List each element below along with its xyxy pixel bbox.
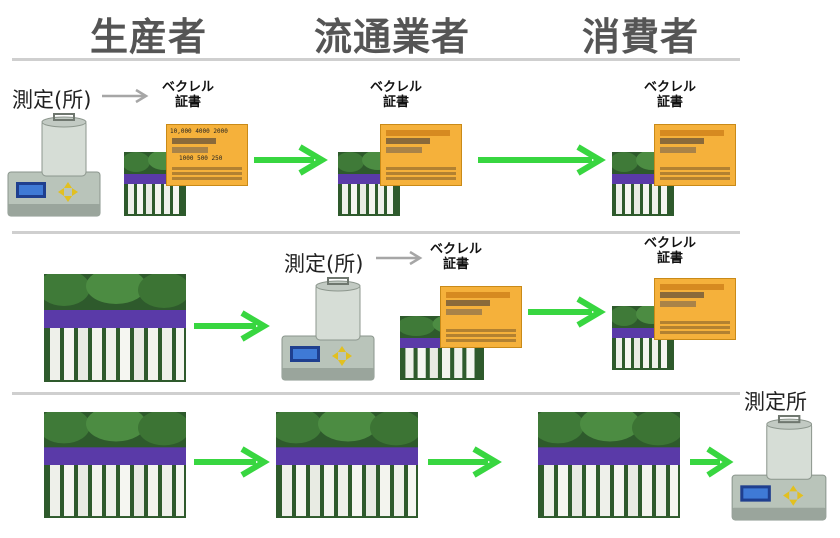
- row2-gray-arrow: [374, 250, 426, 266]
- cert-num-c: 2000: [213, 128, 228, 135]
- cert-num-e: 500: [197, 155, 208, 162]
- row2-consumer-cert-label-1: ベクレル: [643, 236, 696, 251]
- measuring-device-icon: [730, 414, 828, 522]
- daikon-radish-image: [44, 412, 186, 518]
- cert-num-f: 250: [211, 155, 223, 162]
- measuring-device-icon: [280, 276, 376, 382]
- becquerel-certificate-icon: 10,000 4000 2000 1000 500 250: [166, 124, 248, 186]
- becquerel-certificate-icon: [654, 124, 736, 186]
- row1-arrow-1: [252, 144, 328, 176]
- row1-consumer-cert-label-1: ベクレル: [643, 80, 696, 95]
- divider-top: [12, 58, 740, 61]
- row2-arrow-1: [192, 310, 270, 342]
- header-consumer: 消費者: [582, 15, 700, 59]
- row1-cert-label-1: ベクレル: [161, 80, 214, 95]
- measuring-device-icon: [6, 112, 102, 218]
- row2-consumer-cert-label: ベクレル 証書: [630, 236, 710, 266]
- row2-arrow-2: [526, 296, 606, 328]
- row3-arrow-2: [426, 446, 502, 478]
- row3-arrow-1: [192, 446, 270, 478]
- header-distributor: 流通業者: [314, 15, 471, 59]
- becquerel-certificate-icon: [380, 124, 462, 186]
- row1-measure-label: 測定(所): [12, 88, 92, 112]
- row2-cert-label-1: ベクレル: [429, 242, 482, 257]
- row1-consumer-cert-label-2: 証書: [656, 95, 683, 110]
- row1-arrow-2: [476, 144, 606, 176]
- row1-cert-label-2: 証書: [174, 95, 201, 110]
- row3-arrow-3: [688, 446, 734, 478]
- cert-num-a: 10,000: [170, 128, 192, 135]
- header-producer: 生産者: [90, 15, 208, 59]
- row1-dist-cert-label: ベクレル 証書: [356, 80, 436, 110]
- cert-num-b: 4000: [195, 128, 210, 135]
- row1-dist-cert-label-1: ベクレル: [369, 80, 422, 95]
- row2-measure-label: 測定(所): [284, 252, 364, 276]
- cert-num-d: 1000: [179, 155, 194, 162]
- row1-cert-label: ベクレル 証書: [148, 80, 228, 110]
- row2-cert-label: ベクレル 証書: [416, 242, 496, 272]
- row1-consumer-cert-label: ベクレル 証書: [630, 80, 710, 110]
- becquerel-certificate-icon: [440, 286, 522, 348]
- row2-cert-label-2: 証書: [442, 257, 469, 272]
- row2-consumer-cert-label-2: 証書: [656, 251, 683, 266]
- row3-measure-label: 測定所: [744, 390, 807, 414]
- row1-gray-arrow: [100, 88, 152, 104]
- daikon-radish-image: [44, 274, 186, 382]
- divider-middle: [12, 231, 740, 234]
- daikon-radish-image: [276, 412, 418, 518]
- row1-dist-cert-label-2: 証書: [382, 95, 409, 110]
- daikon-radish-image: [538, 412, 680, 518]
- becquerel-certificate-icon: [654, 278, 736, 340]
- divider-bottom: [12, 392, 740, 395]
